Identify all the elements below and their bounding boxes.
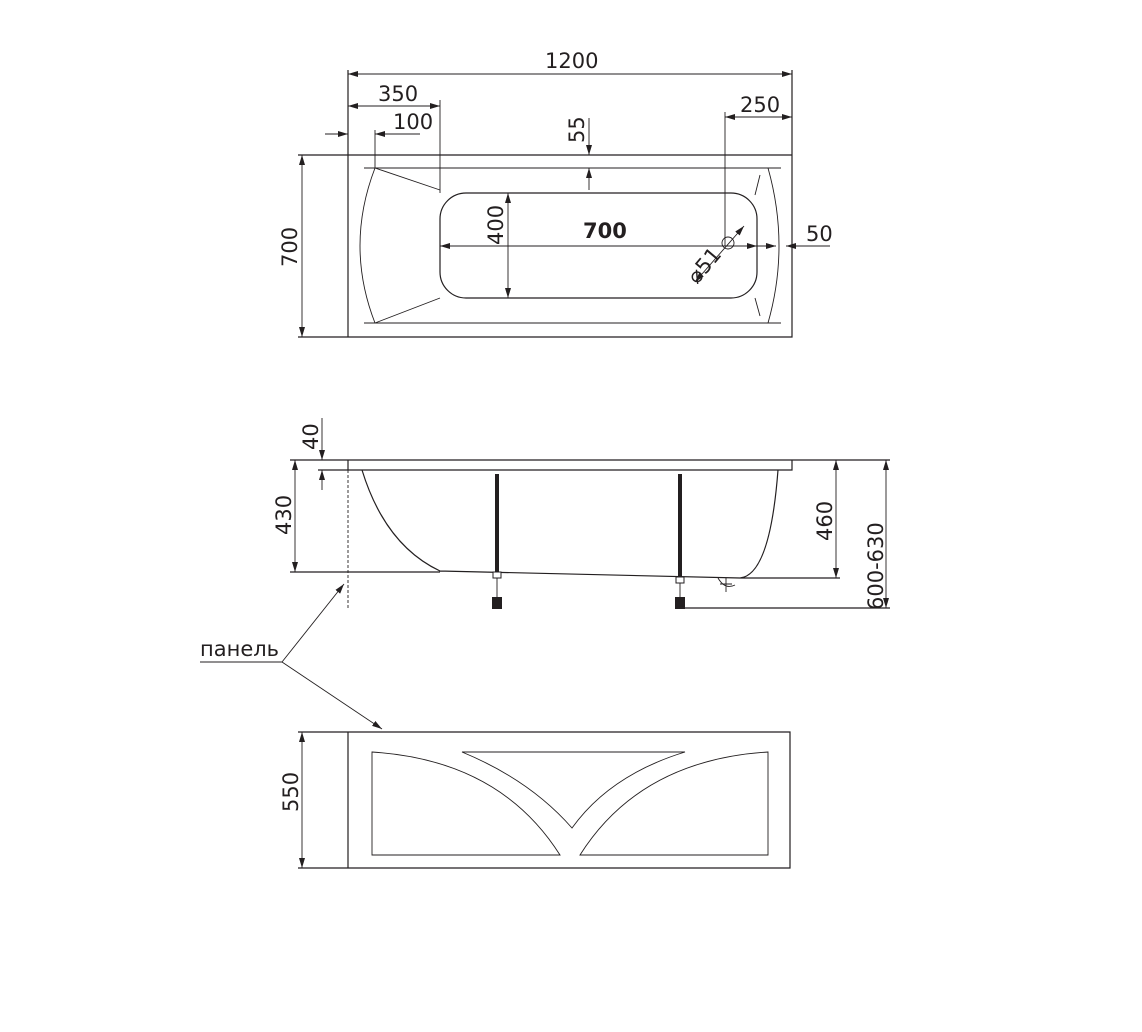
- side-view: 40 430 460 600-630: [272, 418, 890, 610]
- panel-outline: [298, 731, 791, 869]
- panel-center-cutout: [461, 751, 686, 829]
- dim-250-label: 250: [740, 93, 780, 117]
- drain-hole: [721, 236, 735, 250]
- panel-view: 550: [279, 731, 791, 869]
- dim-1200-label: 1200: [545, 49, 598, 73]
- panel-callout: панель: [200, 583, 383, 730]
- top-view: 1200 350 100 250 55 700 400 700 ⌀51 50: [278, 49, 833, 338]
- leg-right: [675, 474, 685, 609]
- dim-430-label: 430: [272, 495, 296, 535]
- dim-50-label: 50: [806, 222, 833, 246]
- right-end-curve: [754, 167, 780, 324]
- leg-left: [492, 474, 502, 609]
- rim: [290, 459, 890, 471]
- dim-700-length-label: 700: [583, 219, 627, 243]
- panel-right-cutout: [579, 751, 769, 856]
- dim-400-label: 400: [484, 205, 508, 245]
- panel-left-cutout: [371, 751, 561, 856]
- dim-700-width-label: 700: [278, 227, 302, 267]
- dim-40-label: 40: [299, 423, 323, 450]
- left-headrest-curve: [359, 167, 441, 324]
- dim-drain-label: ⌀51: [682, 243, 726, 289]
- dim-460-label: 460: [813, 501, 837, 541]
- dim-550-label: 550: [279, 772, 303, 812]
- panel-leader-bottom: [281, 661, 383, 730]
- dim-drain-line: [694, 225, 745, 283]
- inner-rim-lines: [364, 167, 781, 324]
- dim-100-label: 100: [393, 110, 433, 134]
- panel-leader-top: [281, 583, 345, 663]
- dim-600-630-label: 600-630: [864, 522, 888, 610]
- dim-350-label: 350: [378, 82, 418, 106]
- top-outline: [298, 70, 793, 338]
- drain-outlet: [717, 577, 736, 592]
- dim-55-label: 55: [565, 116, 589, 143]
- panel-label: панель: [200, 637, 279, 661]
- tub-body: [290, 469, 890, 609]
